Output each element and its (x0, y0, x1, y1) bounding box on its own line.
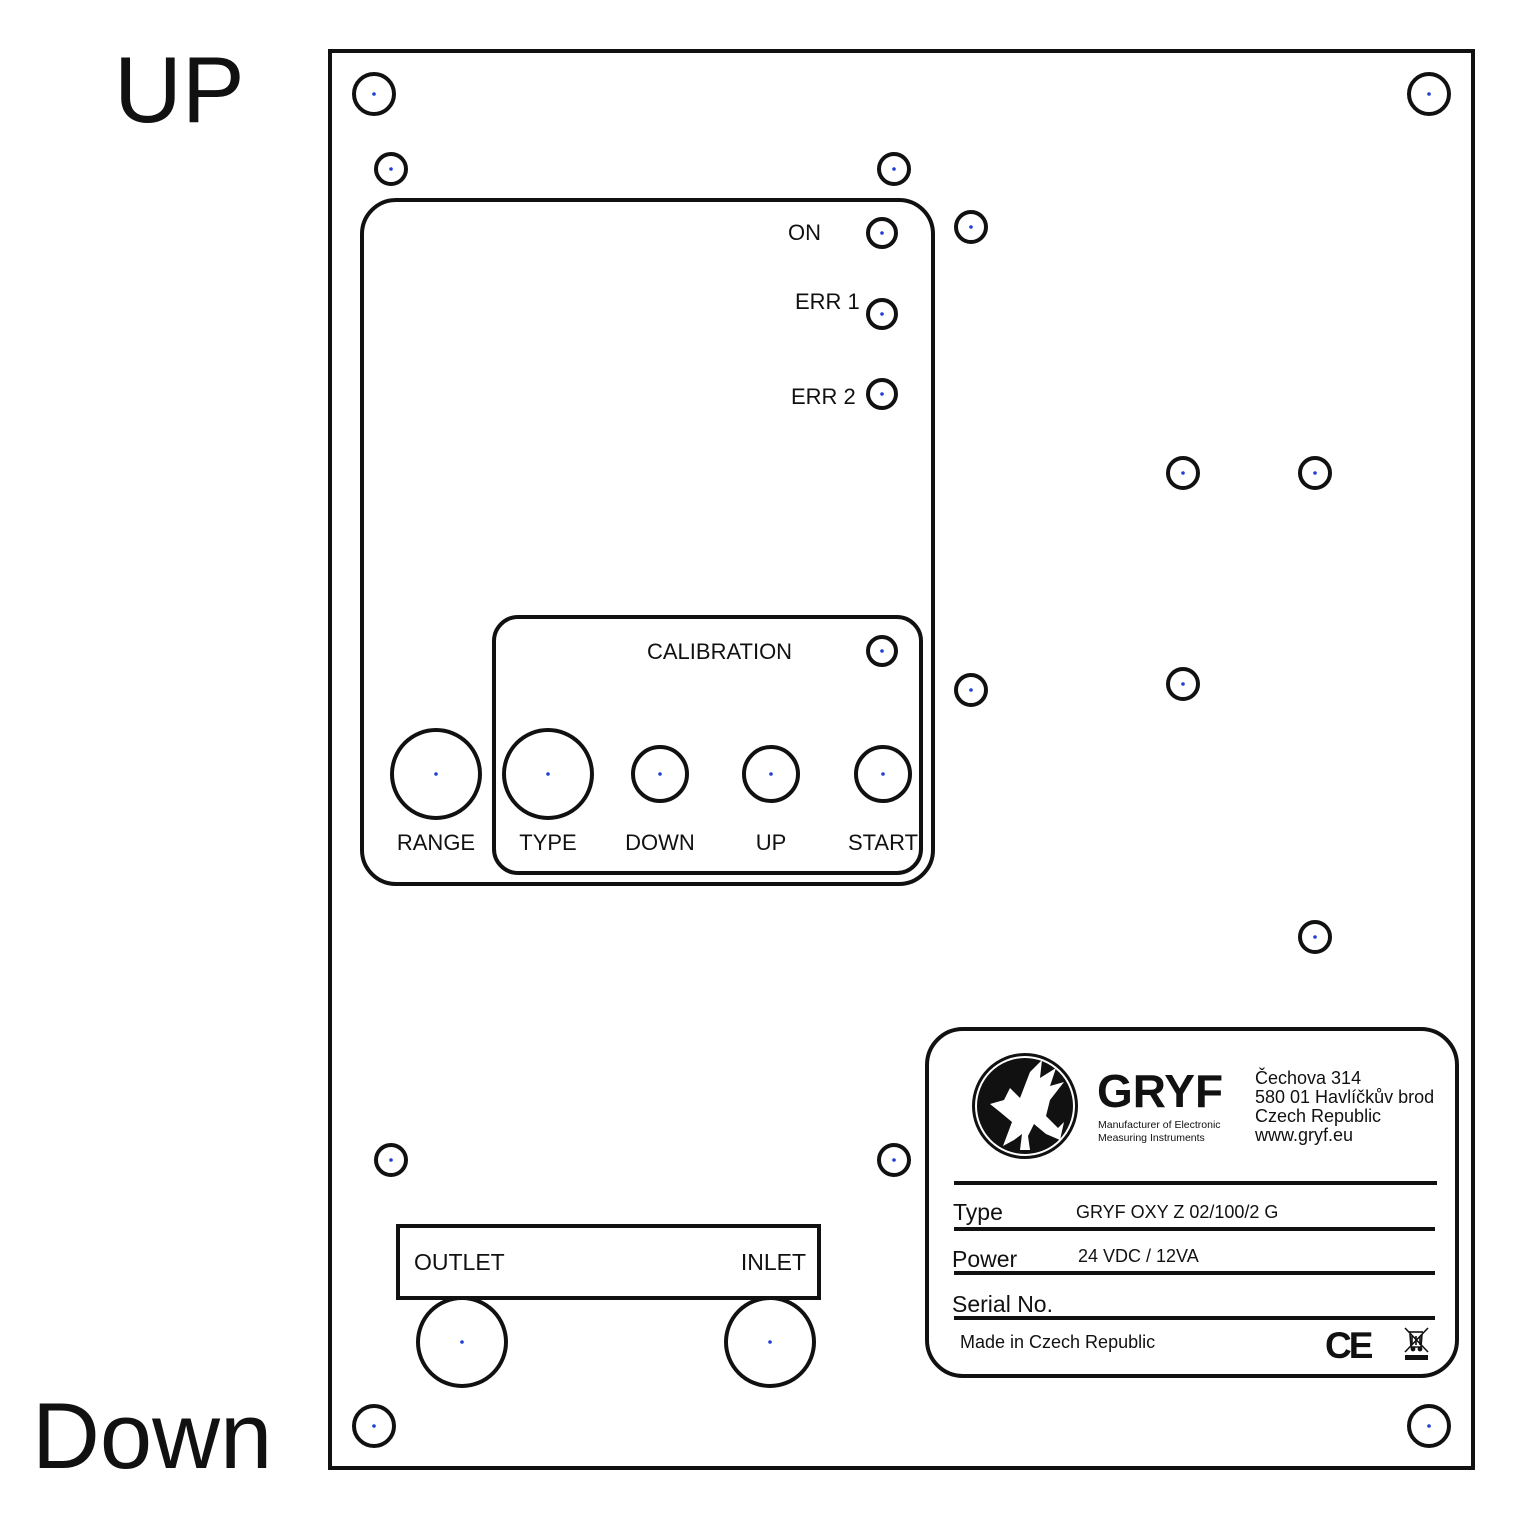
on-led (866, 217, 898, 249)
brand-name: GRYF (1097, 1065, 1223, 1117)
corner-hole-top-left (352, 72, 396, 116)
screw-hole (954, 673, 988, 707)
inlet-label: INLET (741, 1249, 806, 1275)
type-button[interactable] (502, 728, 594, 820)
screw-hole (954, 210, 988, 244)
screw-hole (877, 1143, 911, 1177)
control-window-outline (360, 198, 935, 886)
type-field-label: Type (953, 1199, 1003, 1225)
start-button-label: START (848, 830, 918, 855)
address-line2: 580 01 Havlíčkův brod (1255, 1087, 1434, 1107)
weee-bin-icon (1404, 1327, 1429, 1360)
brand-tagline-line1: Manufacturer of Electronic (1098, 1119, 1221, 1131)
ce-mark-icon: CE (1325, 1325, 1376, 1366)
serial-field-label: Serial No. (952, 1291, 1053, 1317)
origin-text: Made in Czech Republic (960, 1332, 1155, 1352)
range-button[interactable] (390, 728, 482, 820)
calibration-group-outline (492, 615, 923, 875)
orientation-up-label: UP (114, 37, 245, 142)
corner-hole-top-right (1407, 72, 1451, 116)
screw-hole (374, 1143, 408, 1177)
screw-hole (877, 152, 911, 186)
website-text: www.gryf.eu (1254, 1125, 1353, 1145)
corner-hole-bottom-right (1407, 1404, 1451, 1448)
up-button-label: UP (756, 830, 787, 855)
griffin-logo-icon (972, 1053, 1078, 1159)
svg-text:CE: CE (1325, 1325, 1373, 1366)
mounting-holes (352, 72, 1451, 1448)
calibration-title: CALIBRATION (647, 639, 792, 664)
down-button[interactable] (631, 745, 689, 803)
down-button-label: DOWN (625, 830, 695, 855)
ports-label-box (396, 1224, 821, 1300)
range-button-label: RANGE (397, 830, 475, 855)
power-field-value: 24 VDC / 12VA (1078, 1246, 1199, 1266)
screw-hole (374, 152, 408, 186)
outlet-label: OUTLET (414, 1249, 505, 1275)
address-line1: Čechova 314 (1255, 1067, 1361, 1088)
nameplate-outline (925, 1027, 1459, 1378)
type-button-label: TYPE (519, 830, 576, 855)
address-line3: Czech Republic (1255, 1106, 1381, 1126)
on-indicator-label: ON (788, 220, 821, 245)
calibration-led (866, 635, 898, 667)
screw-hole (1298, 920, 1332, 954)
err2-led (866, 378, 898, 410)
err1-led (866, 298, 898, 330)
orientation-down-label: Down (32, 1383, 272, 1488)
outlet-port (416, 1296, 508, 1388)
screw-hole (1166, 667, 1200, 701)
type-field-value: GRYF OXY Z 02/100/2 G (1076, 1202, 1278, 1222)
err1-indicator-label: ERR 1 (795, 289, 860, 314)
err2-indicator-label: ERR 2 (791, 384, 856, 409)
up-button[interactable] (742, 745, 800, 803)
start-button[interactable] (854, 745, 912, 803)
screw-hole (1298, 456, 1332, 490)
screw-hole (1166, 456, 1200, 490)
power-field-label: Power (952, 1246, 1018, 1272)
inlet-port (724, 1296, 816, 1388)
corner-hole-bottom-left (352, 1404, 396, 1448)
panel-outline (328, 49, 1475, 1470)
brand-tagline-line2: Measuring Instruments (1098, 1132, 1205, 1144)
